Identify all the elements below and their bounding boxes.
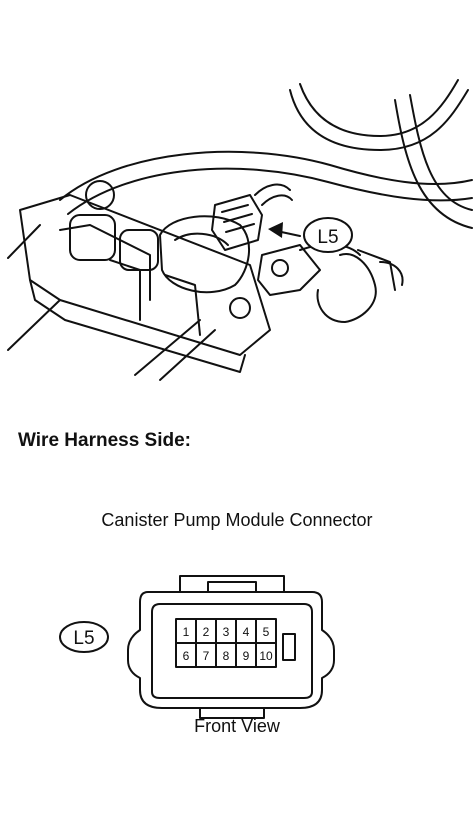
pin-5-label: 5 — [263, 625, 270, 639]
pin-1-label: 1 — [183, 625, 190, 639]
callout-bubble — [303, 217, 353, 253]
pin-4-label: 4 — [243, 625, 250, 639]
pin-8-label: 8 — [223, 649, 230, 663]
front-view-label: Front View — [194, 716, 280, 736]
pin-6-label: 6 — [183, 649, 190, 663]
connector-front-view-diagram: 1 2 3 4 5 6 7 8 9 10 L5 — [59, 575, 335, 719]
connector-label: L5 — [73, 628, 94, 649]
pin-2-label: 2 — [203, 625, 210, 639]
component-location-illustration: L5 — [7, 79, 473, 381]
connector-title: Canister Pump Module Connector — [101, 510, 373, 530]
wire-harness-side-heading: Wire Harness Side: — [18, 430, 192, 451]
pin-10-label: 10 — [259, 649, 273, 663]
pin-3-label: 3 — [223, 625, 230, 639]
pin-7-label: 7 — [203, 649, 210, 663]
illustration-callout-label: L5 — [317, 227, 338, 248]
connector-label-bubble — [59, 621, 109, 653]
pin-9-label: 9 — [243, 649, 250, 663]
